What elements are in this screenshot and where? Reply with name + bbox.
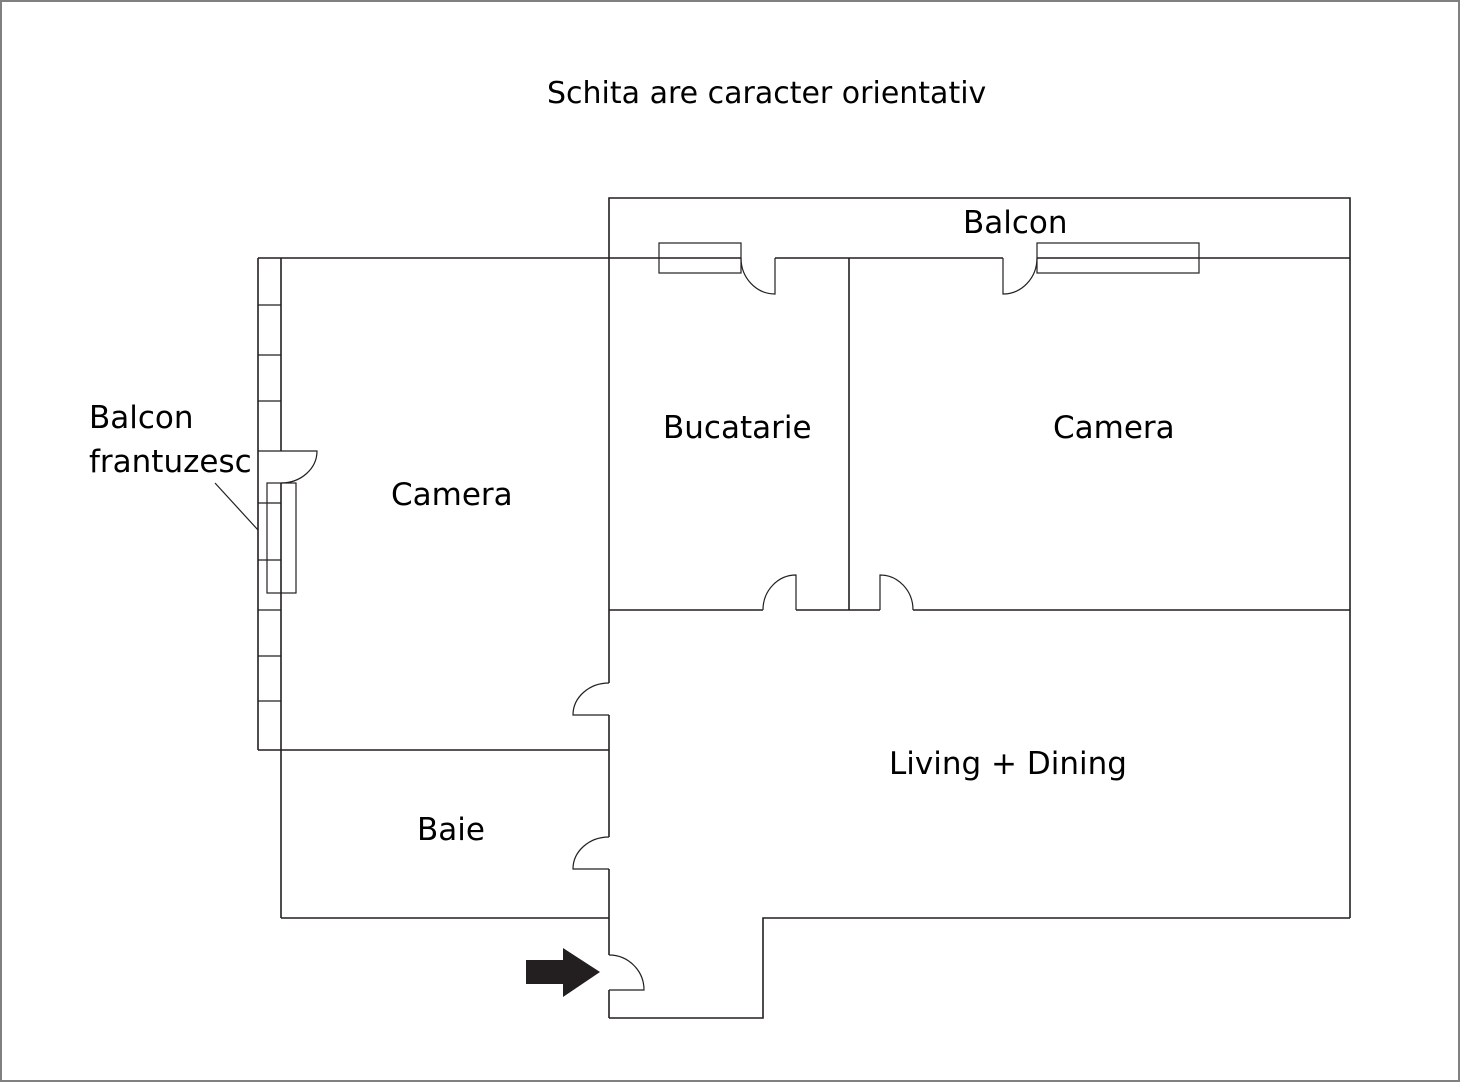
- room-label-baie: Baie: [417, 812, 485, 848]
- mid-horizontal-wall: [609, 574, 1350, 611]
- left-wall: [214, 258, 609, 918]
- room-label-balcon-frantuzesc-2: frantuzesc: [89, 444, 252, 480]
- room-label-balcon: Balcon: [963, 205, 1068, 241]
- plan-title: Schita are caracter orientativ: [547, 76, 987, 111]
- room-label-balcon-frantuzesc-1: Balcon: [89, 400, 194, 436]
- balcony-top: [608, 197, 1351, 258]
- door-kitchen-balcony: [740, 257, 776, 295]
- door-entrance: [608, 954, 645, 991]
- door-french-balcony: [280, 450, 318, 484]
- door-baie: [572, 836, 610, 870]
- arrow-right-icon: [526, 948, 600, 997]
- center-wall: [572, 258, 645, 1018]
- door-camera-balcony: [1002, 257, 1038, 295]
- door-kitchen: [762, 574, 797, 611]
- bottom-walls: [281, 917, 1350, 1019]
- top-wall: [258, 242, 1350, 295]
- leader-line: [214, 482, 259, 531]
- door-camera-right: [879, 574, 914, 611]
- door-camera-left: [572, 682, 610, 716]
- room-label-camera-left: Camera: [391, 477, 513, 513]
- window-french-balcony: [266, 482, 297, 594]
- room-label-camera-right: Camera: [1053, 410, 1175, 446]
- room-label-living-dining: Living + Dining: [889, 746, 1127, 782]
- room-label-bucatarie: Bucatarie: [663, 410, 812, 446]
